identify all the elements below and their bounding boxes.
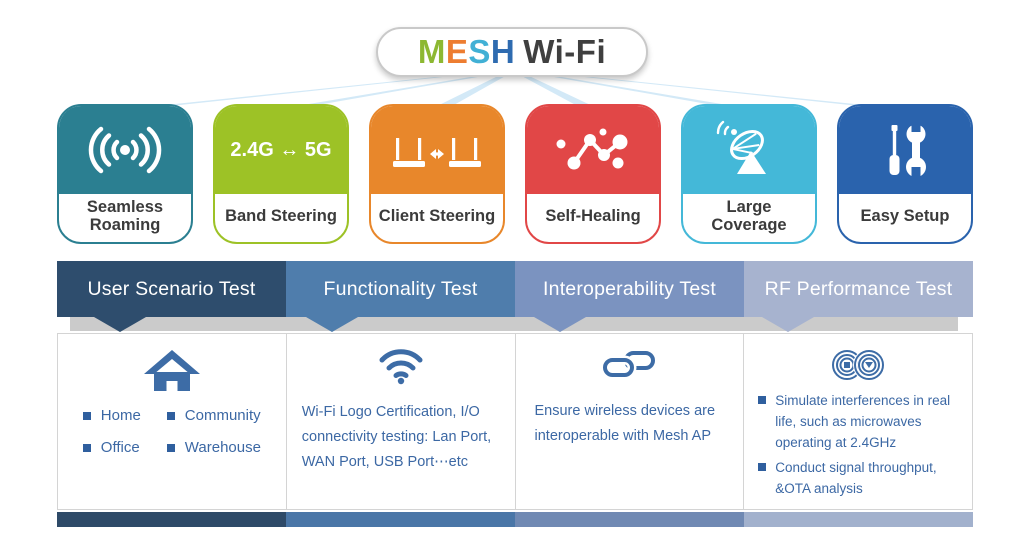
list-item-label: Office [100,439,140,456]
list-item: Conduct signal throughput, &OTA analysis [758,458,964,500]
list-item-label: Simulate interferences in real life, suc… [775,393,951,450]
bottom-bar-rf-performance [744,512,973,527]
title-letter-e: E [445,33,469,70]
feature-card-self-healing: Self-Healing [525,104,661,244]
feature-label: Seamless Roaming [86,197,164,234]
feature-card-client-steering: Client Steering [369,104,505,244]
feature-label: Easy Setup [860,206,950,225]
bottom-bar-functionality [286,512,515,527]
feature-cards-row: Seamless Roaming 2.4G ↔ 5G Band Steering [57,104,973,244]
list-item: Warehouse [166,439,261,456]
band-switch-text: 2.4G ↔ 5G [230,138,332,161]
list-item-label: Home [100,407,141,424]
bottom-bar-user-scenario [57,512,286,527]
feature-label: Large Coverage [711,197,787,234]
title-letter-s: S [468,33,491,70]
satellite-dish-icon [683,106,815,194]
network-nodes-icon [527,106,659,194]
feature-label: Self-Healing [545,206,641,225]
panel-user-scenario: Home Community Office Warehouse [58,334,287,509]
bottom-bars-row [57,512,973,527]
feature-card-band-steering: 2.4G ↔ 5G Band Steering [213,104,349,244]
rf-bullet-list: Simulate interferences in real life, suc… [758,391,964,500]
square-bullet-icon [166,443,175,452]
feature-label: Band Steering [225,206,337,225]
gray-strip [70,317,958,331]
list-item: Simulate interferences in real life, suc… [758,391,964,454]
header-user-scenario-test: User Scenario Test [57,261,286,317]
header-rf-performance-test: RF Performance Test [744,261,973,317]
list-item: Community [166,407,261,424]
bottom-bar-interoperability [515,512,744,527]
functionality-description: Wi-Fi Logo Certification, I/O connectivi… [301,404,492,470]
title-letter-m: M [417,33,446,70]
square-bullet-icon [166,411,175,420]
scenario-list: Home Community Office Warehouse [58,407,286,456]
wireless-signal-icon [59,106,191,194]
router-switch-icon [371,106,503,194]
title-letter-h: H [490,33,516,70]
panel-rf-performance: Simulate interferences in real life, suc… [744,334,972,509]
test-panels-row: Home Community Office Warehouse Wi-Fi Lo… [57,333,973,510]
panel-functionality: Wi-Fi Logo Certification, I/O connectivi… [287,334,516,509]
feature-card-seamless-roaming: Seamless Roaming [57,104,193,244]
feature-card-easy-setup: Easy Setup [837,104,973,244]
list-item-label: Warehouse [184,439,261,456]
feature-label: Client Steering [378,206,496,225]
tools-icon [839,106,971,194]
list-item: Home [82,407,141,424]
test-headers-row: User Scenario Test Functionality Test In… [57,261,973,317]
square-bullet-icon [758,462,767,471]
interference-icon [744,347,972,383]
square-bullet-icon [82,411,91,420]
list-item-label: Community [184,407,261,424]
header-interoperability-test: Interoperability Test [515,261,744,317]
square-bullet-icon [82,443,91,452]
header-functionality-test: Functionality Test [286,261,515,317]
interoperability-description: Ensure wireless devices are interoperabl… [534,403,716,444]
panel-interoperability: Ensure wireless devices are interoperabl… [516,334,745,509]
wifi-icon [287,347,515,385]
feature-card-large-coverage: Large Coverage [681,104,817,244]
band-switch-icon: 2.4G ↔ 5G [215,106,347,194]
chain-link-icon [516,347,744,381]
list-item-label: Conduct signal throughput, &OTA analysis [775,459,937,496]
house-icon [58,347,286,393]
title-suffix: Wi-Fi [523,33,607,70]
list-item: Office [82,439,141,456]
square-bullet-icon [758,396,767,404]
